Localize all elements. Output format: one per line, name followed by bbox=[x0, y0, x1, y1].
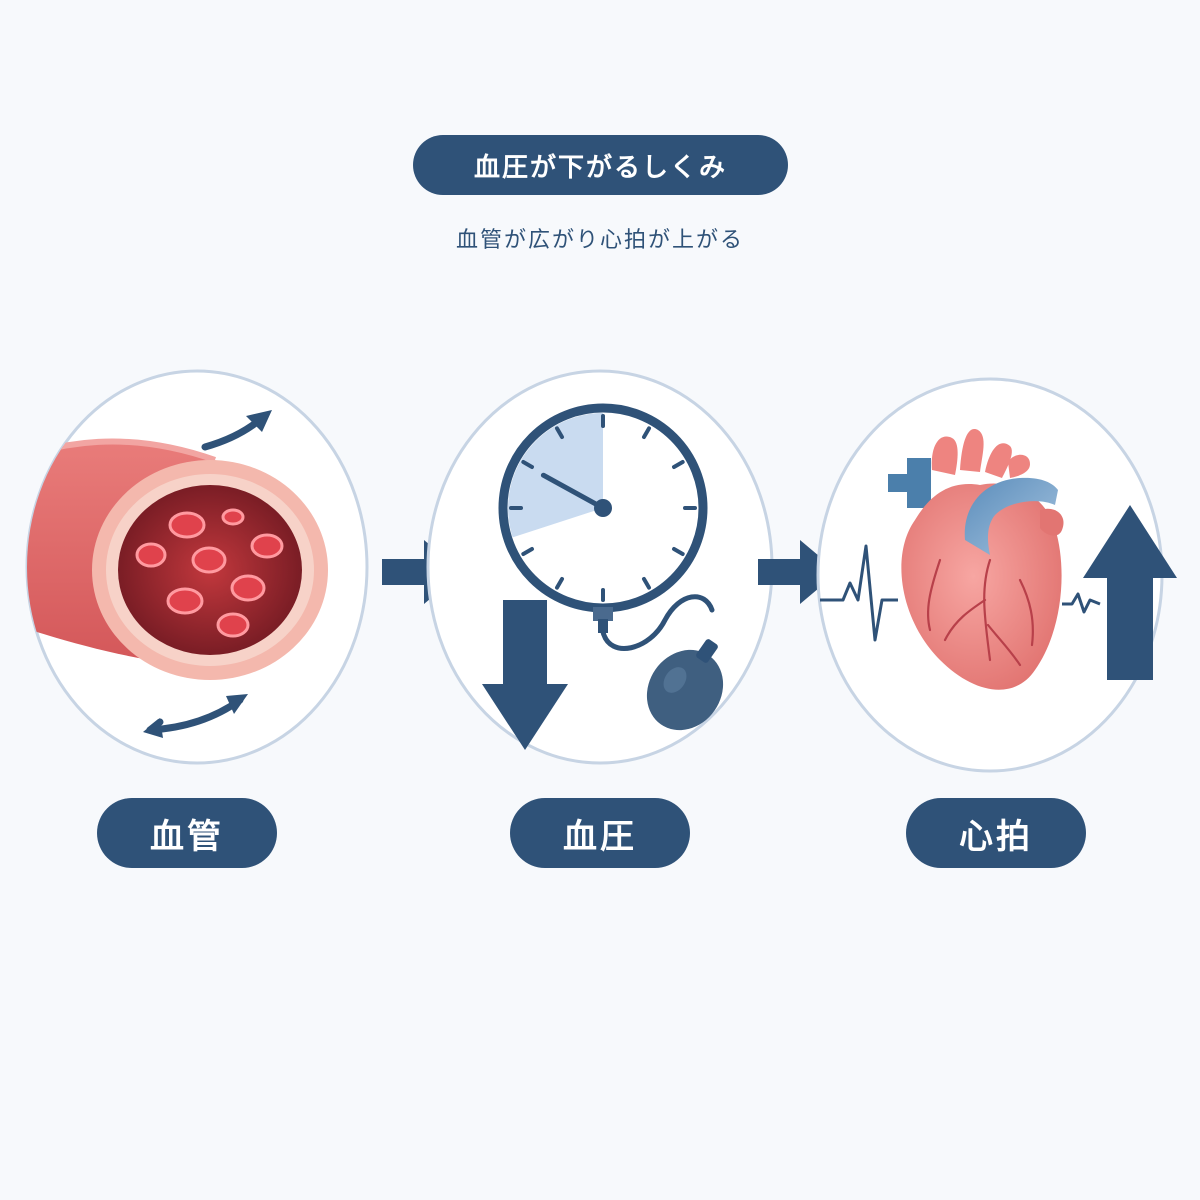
step-pressure-panel bbox=[426, 369, 774, 765]
page-subtitle: 血管が広がり心拍が上がる bbox=[455, 228, 744, 253]
step-heart-panel bbox=[816, 377, 1177, 773]
page-title: 血圧が下がるしくみ bbox=[413, 135, 788, 195]
up-arrow-icon bbox=[1083, 505, 1177, 680]
gauge-ticks bbox=[509, 414, 697, 602]
gauge-tick bbox=[555, 577, 564, 590]
down-arrow-icon bbox=[482, 600, 568, 750]
gauge-tick bbox=[642, 426, 651, 439]
step-label-pressure: 血圧 bbox=[510, 798, 690, 868]
gauge-tick bbox=[672, 460, 685, 469]
gauge-needle bbox=[540, 472, 606, 511]
gauge-tick bbox=[555, 426, 564, 439]
step-label-vessel: 血管 bbox=[97, 798, 277, 868]
ecg-line bbox=[1062, 592, 1101, 614]
step-vessel-panel bbox=[25, 369, 369, 765]
step-label-heart: 心拍 bbox=[906, 798, 1086, 868]
blood-vessel-icon bbox=[27, 438, 328, 680]
blood-cells bbox=[135, 508, 284, 638]
ecg-line bbox=[820, 544, 898, 642]
blood-pressure-gauge-icon bbox=[498, 403, 724, 731]
gauge-tick bbox=[672, 547, 685, 556]
arrow-head bbox=[143, 718, 163, 738]
gauge-tick bbox=[642, 577, 651, 590]
heart-icon bbox=[888, 429, 1064, 690]
arrow-head bbox=[246, 410, 272, 432]
gauge-tick bbox=[521, 547, 534, 556]
gauge-fill bbox=[508, 413, 603, 538]
gauge-tick bbox=[521, 460, 534, 469]
arrow-head bbox=[226, 694, 248, 714]
